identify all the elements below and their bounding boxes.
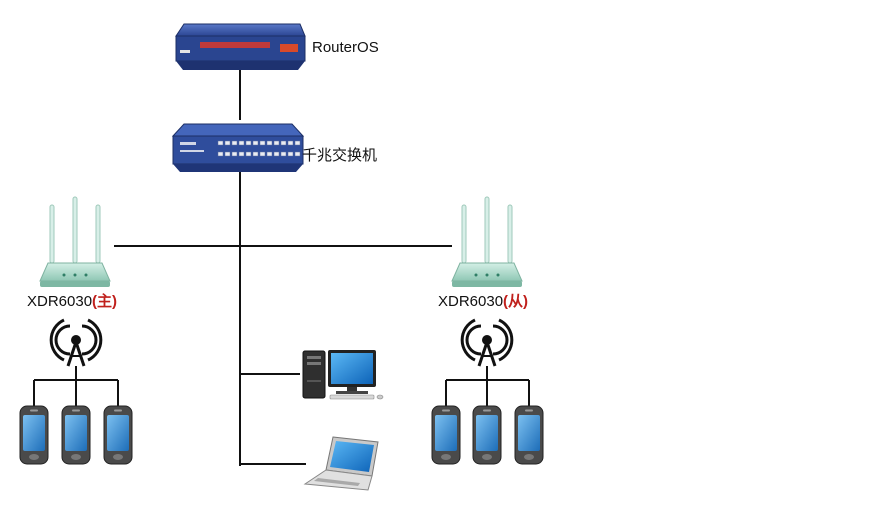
- antenna-tower-icon-sub: [460, 318, 514, 368]
- antenna-tower-icon-main: [49, 318, 103, 368]
- ap-main-label: XDR6030(主): [27, 290, 117, 311]
- smartphone-icon: [472, 405, 502, 465]
- client-wiring-sub: [445, 366, 530, 406]
- smartphone-icon: [19, 405, 49, 465]
- router-label: RouterOS: [312, 39, 379, 56]
- ap-main-model: XDR6030: [27, 293, 93, 310]
- switch-icon: [171, 123, 305, 172]
- laptop-icon: [303, 436, 379, 491]
- client-wiring-main: [33, 366, 119, 406]
- wireless-ap-icon-sub: [451, 196, 523, 288]
- smartphone-icon: [61, 405, 91, 465]
- ap-sub-model: XDR6030: [438, 293, 504, 310]
- smartphone-icon: [431, 405, 461, 465]
- router-icon: [175, 23, 306, 70]
- desktop-computer-icon: [302, 350, 384, 400]
- wireless-ap-icon-main: [39, 196, 111, 288]
- smartphone-icon: [103, 405, 133, 465]
- ap-sub-role: (从): [503, 293, 529, 310]
- smartphone-icon: [514, 405, 544, 465]
- ap-main-role: (主): [92, 293, 118, 310]
- connection-lines: [114, 70, 452, 466]
- ap-sub-label: XDR6030(从): [438, 290, 528, 311]
- switch-label: 千兆交换机: [302, 147, 378, 164]
